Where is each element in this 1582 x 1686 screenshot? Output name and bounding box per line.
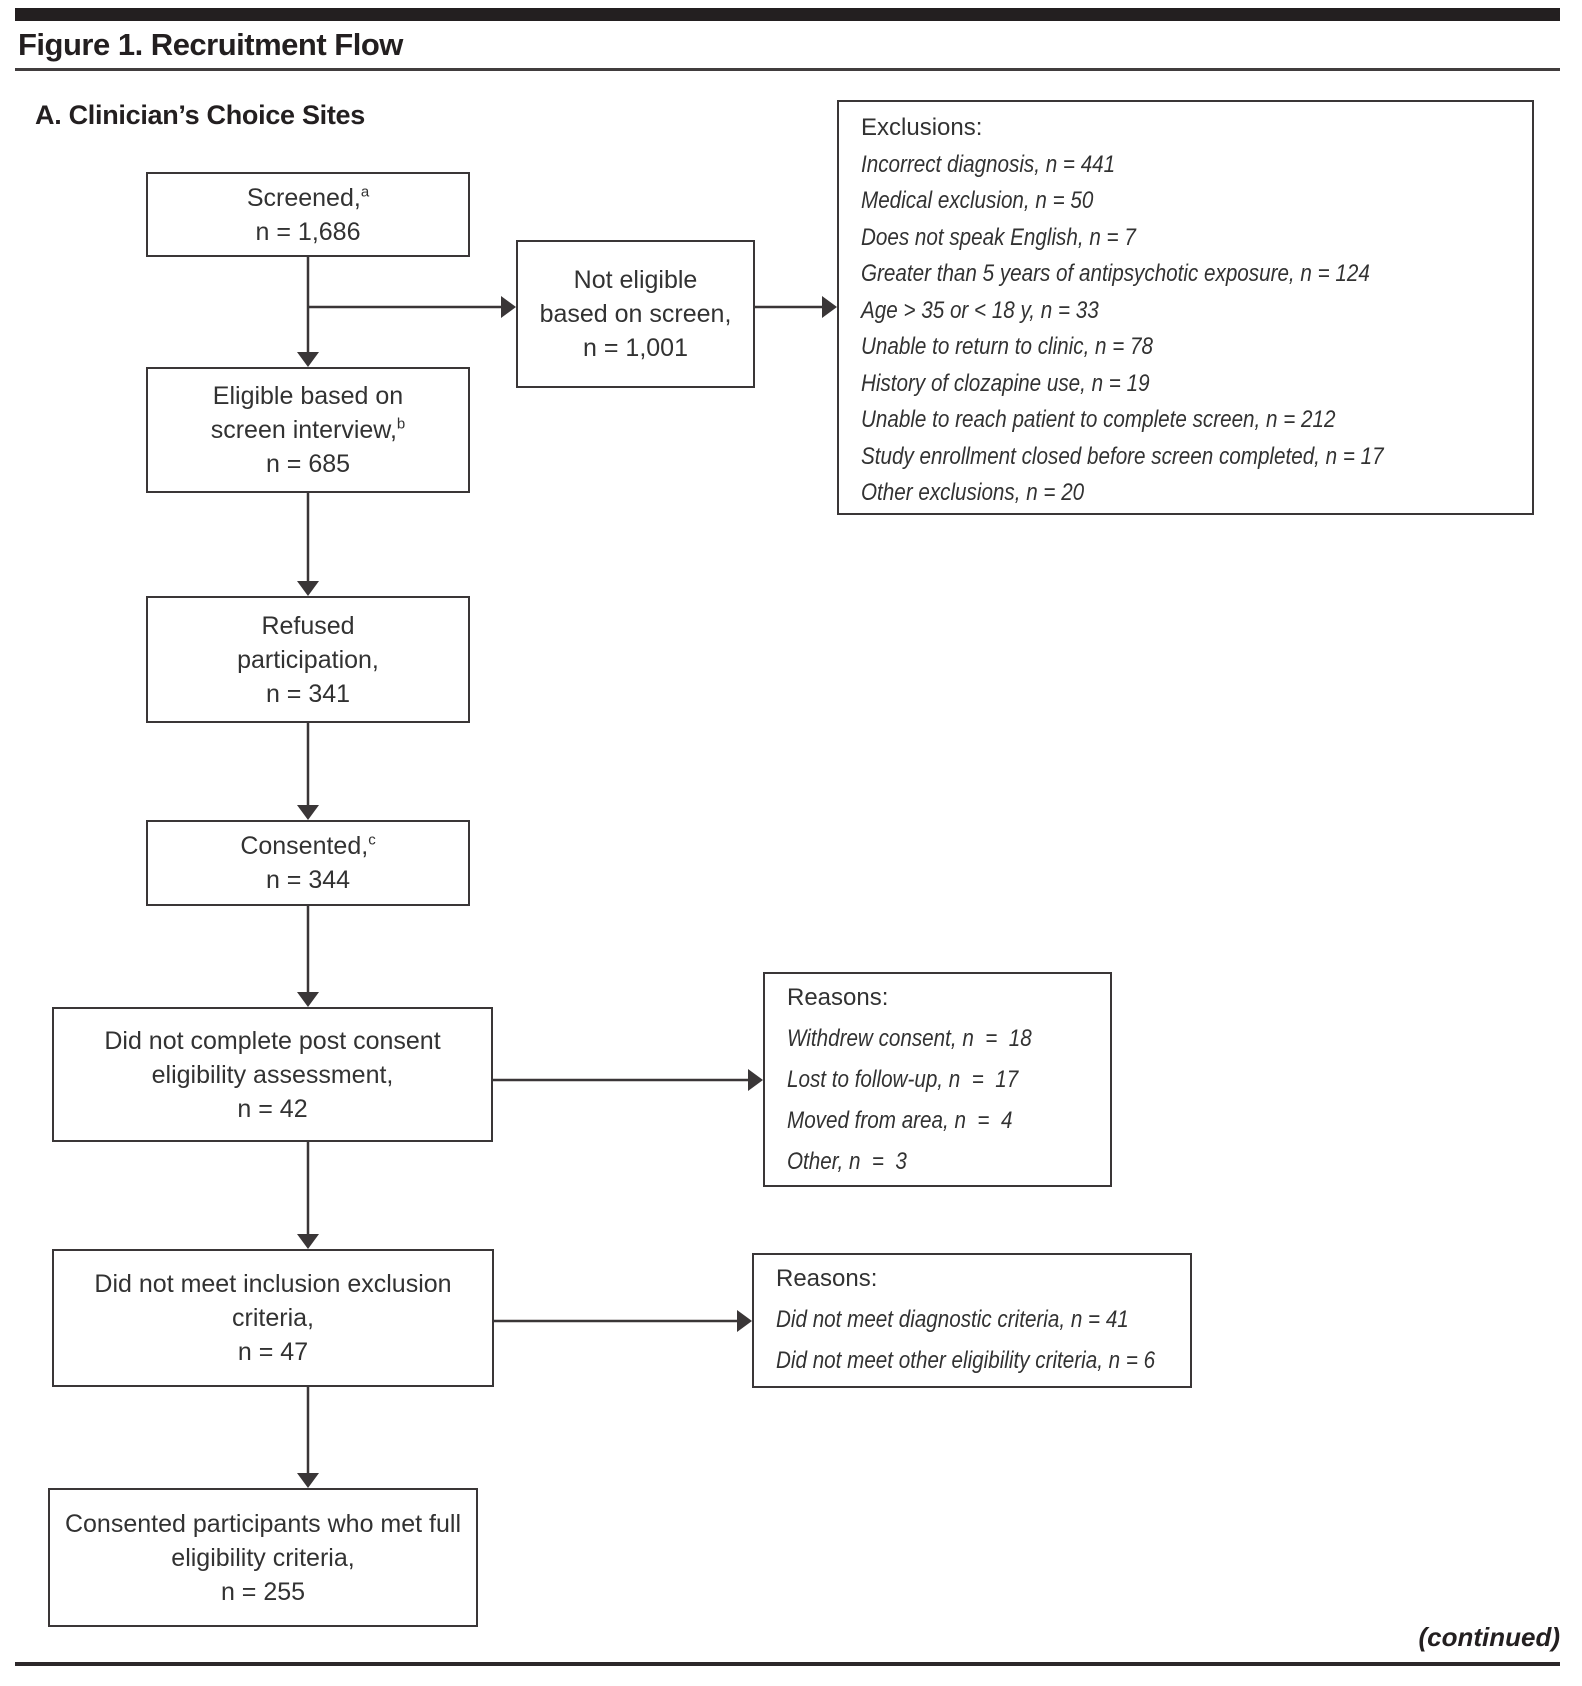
box-refused-line2: participation, — [237, 645, 379, 674]
box-did-not-meet-line1: Did not meet inclusion exclusion — [94, 1270, 452, 1298]
box-screened-count: n = 1,686 — [255, 217, 361, 246]
box-consented-text: Consented, — [240, 832, 369, 860]
reasons-assessment-item-text: Lost to follow-up, n = 17 — [787, 1066, 1019, 1093]
exclusions-item-text: Medical exclusion, n = 50 — [861, 187, 1094, 214]
exclusions-item-text: Does not speak English, n = 7 — [861, 223, 1136, 251]
exclusions-item: Greater than 5 years of antipsychotic ex… — [861, 256, 1526, 293]
box-consented-count: n = 344 — [265, 866, 351, 894]
box-eligible-count: n = 685 — [265, 450, 351, 478]
box-did-not-complete-line2: eligibility assessment, — [151, 1060, 394, 1089]
continued-label: (continued) — [1418, 1622, 1560, 1652]
reasons-assessment-item-text: Withdrew consent, n = 18 — [787, 1025, 1032, 1052]
connector-eligible-to-refused — [297, 493, 319, 596]
box-met-full: Consented participants who met full elig… — [48, 1488, 478, 1627]
reasons-assessment-item-text: Moved from area, n = 4 — [787, 1107, 1013, 1134]
box-eligible-line1: Eligible based on — [212, 382, 404, 410]
connector-not-eligible-to-exclusions — [755, 296, 837, 318]
box-not-eligible-line2: based on screen, — [539, 300, 732, 328]
box-consented: Consented,c n = 344 — [146, 820, 470, 906]
box-exclusions: Exclusions: Incorrect diagnosis, n = 441… — [837, 100, 1534, 515]
exclusions-item: Does not speak English, n = 7 — [861, 220, 1526, 257]
exclusions-item: History of clozapine use, n = 19 — [861, 366, 1526, 403]
exclusions-item-text: History of clozapine use, n = 19 — [861, 369, 1150, 397]
box-not-eligible-count: n = 1,001 — [583, 334, 688, 362]
reasons-assessment-item: Other, n = 3 — [787, 1141, 1104, 1182]
box-reasons-criteria: Reasons: Did not meet diagnostic criteri… — [752, 1253, 1192, 1388]
box-refused-count: n = 341 — [265, 679, 351, 708]
superscript-b: b — [396, 415, 406, 433]
connector-did-not-meet-to-met-full — [297, 1387, 319, 1488]
reasons-assessment-item-text: Other, n = 3 — [787, 1148, 907, 1175]
box-did-not-complete-line1: Did not complete post consent — [104, 1026, 441, 1055]
connector-did-not-complete-to-did-not-meet — [297, 1142, 319, 1249]
box-met-full-line1: Consented participants who met full — [64, 1509, 462, 1538]
reasons-criteria-item-text: Did not meet other eligibility criteria,… — [776, 1347, 1156, 1374]
box-met-full-line2: eligibility criteria, — [171, 1543, 355, 1572]
connector-consented-to-did-not-complete — [297, 906, 319, 1007]
box-did-not-meet-line2: criteria, — [232, 1304, 314, 1332]
box-did-not-meet-count: n = 47 — [237, 1338, 309, 1366]
reasons-criteria-item-text: Did not meet diagnostic criteria, n = 41 — [776, 1306, 1129, 1333]
box-met-full-count: n = 255 — [220, 1577, 306, 1606]
connector-did-not-meet-to-reasons — [494, 1310, 752, 1332]
box-consented-label: Consented,c — [240, 829, 375, 863]
bottom-rule — [15, 1662, 1560, 1666]
exclusions-item: Unable to reach patient to complete scre… — [861, 402, 1526, 439]
connector-did-not-complete-to-reasons — [493, 1069, 763, 1091]
reasons-assessment-item: Moved from area, n = 4 — [787, 1100, 1104, 1141]
connector-refused-to-consented — [297, 723, 319, 820]
reasons-assessment-item: Withdrew consent, n = 18 — [787, 1018, 1104, 1059]
exclusions-item: Unable to return to clinic, n = 78 — [861, 329, 1526, 366]
box-did-not-meet: Did not meet inclusion exclusion criteri… — [52, 1249, 494, 1387]
reasons-criteria-item: Did not meet other eligibility criteria,… — [776, 1340, 1184, 1381]
exclusions-item: Medical exclusion, n = 50 — [861, 183, 1526, 220]
box-refused: Refused participation, n = 341 — [146, 596, 470, 723]
exclusions-item-text: Unable to reach patient to complete scre… — [861, 406, 1336, 433]
reasons-criteria-heading: Reasons: — [776, 1265, 878, 1292]
box-screened-label: Screened,a — [247, 181, 369, 215]
exclusions-item-text: Study enrollment closed before screen co… — [861, 442, 1384, 470]
reasons-assessment-heading: Reasons: — [787, 984, 889, 1011]
box-did-not-complete: Did not complete post consent eligibilit… — [52, 1007, 493, 1142]
top-rule-thick — [15, 8, 1560, 21]
box-not-eligible: Not eligible based on screen, n = 1,001 — [516, 240, 755, 388]
box-reasons-assessment: Reasons: Withdrew consent, n = 18 Lost t… — [763, 972, 1112, 1187]
connector-screened-to-not-eligible — [308, 296, 516, 318]
exclusions-item: Other exclusions, n = 20 — [861, 475, 1526, 512]
box-did-not-complete-count: n = 42 — [237, 1094, 308, 1123]
superscript-a: a — [360, 183, 370, 201]
section-label: A. Clinician’s Choice Sites — [35, 100, 365, 130]
box-eligible-text: screen interview, — [210, 416, 397, 444]
box-eligible: Eligible based on screen interview,b n =… — [146, 367, 470, 493]
box-not-eligible-line1: Not eligible — [573, 266, 698, 294]
exclusions-item: Age > 35 or < 18 y, n = 33 — [861, 293, 1526, 330]
exclusions-item: Study enrollment closed before screen co… — [861, 439, 1526, 476]
box-refused-line1: Refused — [261, 611, 355, 640]
connector-screened-to-eligible — [297, 257, 319, 367]
exclusions-item-text: Other exclusions, n = 20 — [861, 479, 1085, 506]
exclusions-heading: Exclusions: — [861, 114, 983, 141]
title-rule — [15, 68, 1560, 71]
box-eligible-line2: screen interview,b — [211, 413, 406, 447]
reasons-criteria-item: Did not meet diagnostic criteria, n = 41 — [776, 1299, 1184, 1340]
box-screened: Screened,a n = 1,686 — [146, 172, 470, 257]
reasons-assessment-item: Lost to follow-up, n = 17 — [787, 1059, 1104, 1100]
exclusions-item: Incorrect diagnosis, n = 441 — [861, 147, 1526, 184]
superscript-c: c — [368, 831, 376, 849]
box-screened-text: Screened, — [246, 183, 361, 212]
figure-title: Figure 1. Recruitment Flow — [18, 27, 403, 62]
exclusions-item-text: Incorrect diagnosis, n = 441 — [861, 150, 1116, 178]
exclusions-item-text: Unable to return to clinic, n = 78 — [861, 333, 1153, 360]
exclusions-item-text: Age > 35 or < 18 y, n = 33 — [861, 296, 1099, 324]
exclusions-item-text: Greater than 5 years of antipsychotic ex… — [861, 260, 1370, 287]
